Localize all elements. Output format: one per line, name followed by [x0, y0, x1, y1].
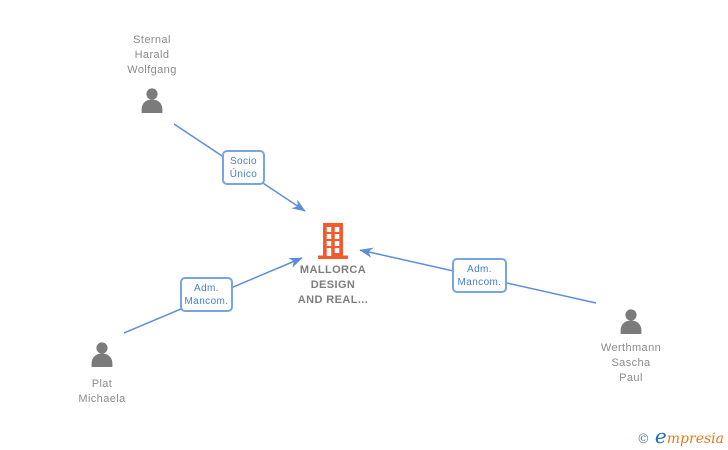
relation-label-socio-unico[interactable]: Socio Único — [222, 150, 265, 185]
person-icon — [620, 309, 642, 334]
person-name-line: Harald — [134, 49, 170, 61]
person-name-line: Sternal — [133, 34, 171, 46]
copyright-symbol: © — [636, 432, 650, 447]
person-node-werthmann[interactable]: Werthmann Sascha Paul — [571, 307, 691, 386]
relation-label-line: Mancom. — [457, 276, 502, 288]
relation-label-adm-mancom-right[interactable]: Adm. Mancom. — [452, 258, 507, 293]
company-name-line: MALLORCA — [299, 264, 367, 276]
relation-label-adm-mancom-left[interactable]: Adm. Mancom. — [180, 277, 233, 312]
brand-initial: e — [654, 424, 667, 448]
person-name-line: Werthmann — [600, 342, 662, 354]
person-name: Sternal Harald Wolfgang — [127, 33, 176, 78]
relation-label-line: Mancom. — [184, 295, 229, 307]
company-name-line: AND REAL... — [297, 294, 369, 306]
person-icon — [91, 342, 113, 367]
person-name: Werthmann Sascha Paul — [601, 341, 661, 386]
person-name-line: Plat — [91, 378, 113, 390]
relation-label-line: Socio — [229, 155, 257, 167]
relation-label-line: Único — [229, 168, 258, 180]
person-name-line: Paul — [619, 372, 643, 384]
relation-label-line: Adm. — [194, 282, 219, 294]
empresia-logo[interactable]: © e mpresia — [637, 426, 724, 447]
person-name: Plat Michaela — [78, 377, 125, 407]
person-node-plat[interactable]: Plat Michaela — [42, 340, 162, 407]
relation-label-line: Adm. — [467, 263, 492, 275]
person-name-line: Michaela — [78, 393, 126, 405]
company-node[interactable]: MALLORCA DESIGN AND REAL... — [273, 222, 393, 308]
company-name-line: DESIGN — [310, 279, 356, 291]
company-name: MALLORCA DESIGN AND REAL... — [298, 263, 368, 308]
person-node-sternal[interactable]: Sternal Harald Wolfgang — [92, 33, 212, 116]
person-name-line: Wolfgang — [127, 64, 177, 76]
person-name-line: Sascha — [611, 357, 651, 369]
brand-rest: mpresia — [666, 431, 724, 447]
person-icon — [141, 88, 163, 113]
building-icon — [318, 223, 348, 259]
